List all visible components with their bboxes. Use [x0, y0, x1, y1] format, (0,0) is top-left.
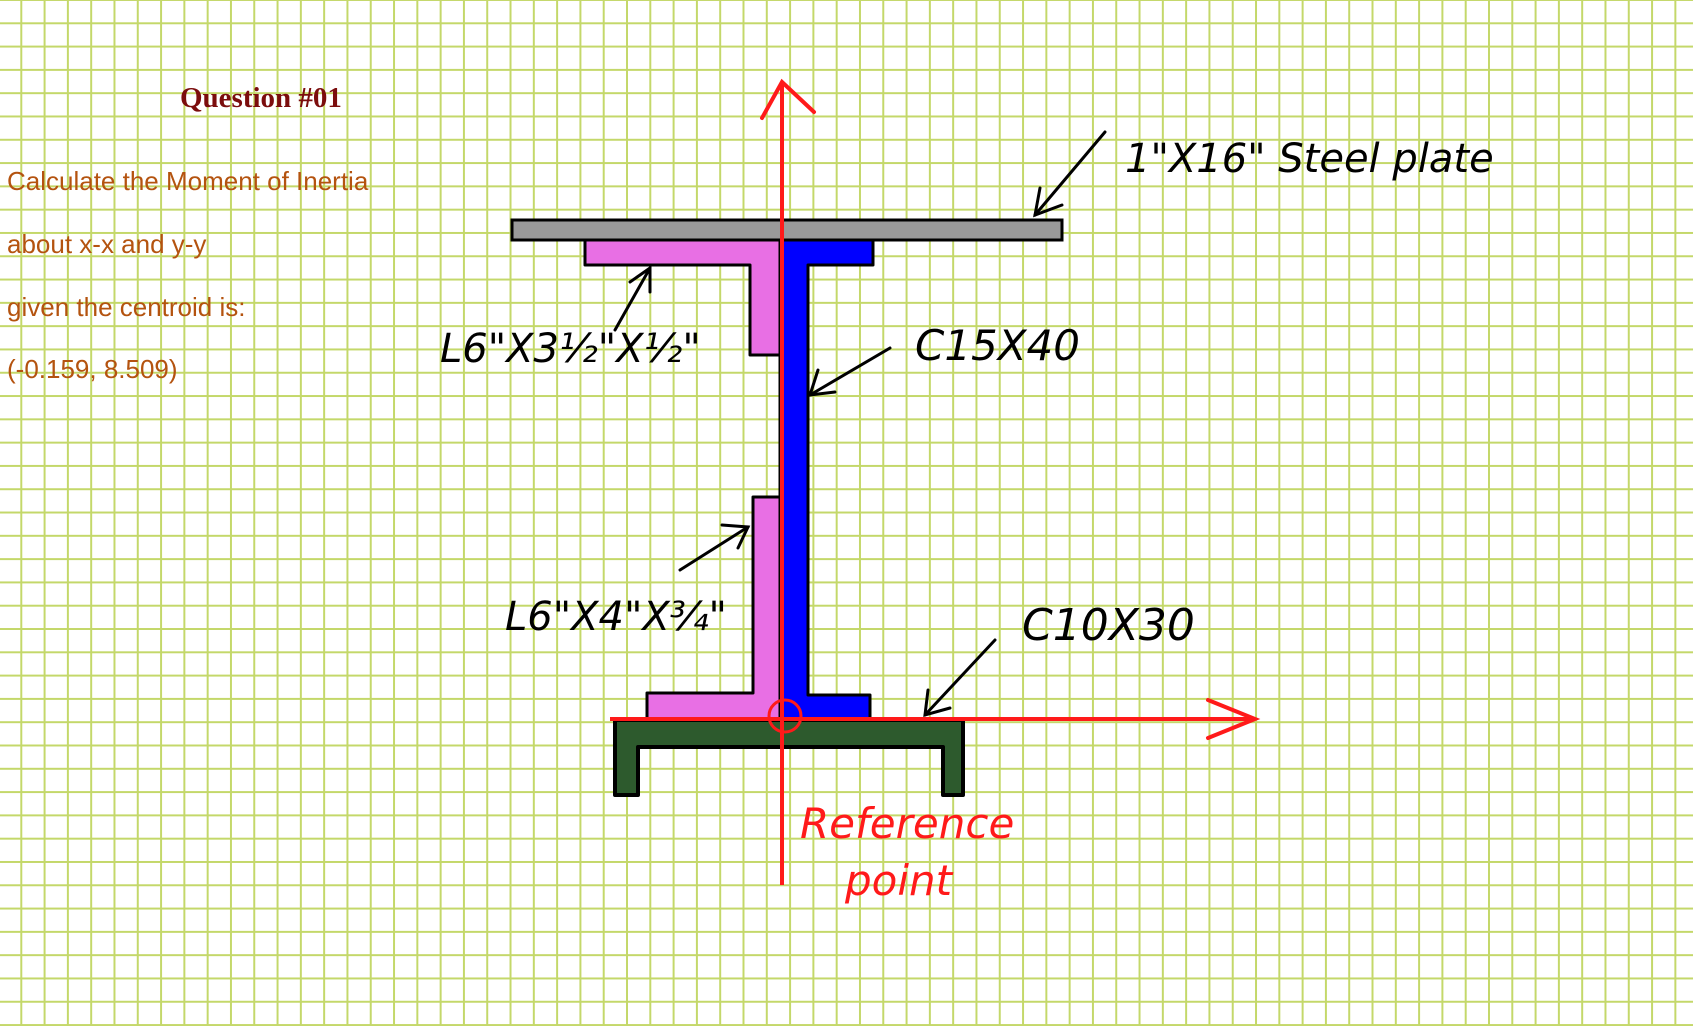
question-line-3: given the centroid is: [7, 292, 246, 322]
steel-plate-shape [510, 218, 1064, 242]
channel-c15-shape [778, 238, 875, 722]
channel-c15-label: C15X40 [915, 321, 1080, 370]
question-line-1: Calculate the Moment of Inertia [7, 166, 369, 196]
plate-label: 1"X16" Steel plate [1125, 136, 1494, 182]
reference-label-line2: point [844, 856, 954, 905]
plate-leader-arrow [1033, 130, 1107, 218]
reference-point-marker [767, 698, 803, 734]
channel-c10-shape [613, 718, 965, 797]
question-title: Question #01 [180, 82, 342, 114]
angle-top-leader-arrow [613, 265, 652, 332]
y-axis-arrowhead [760, 78, 816, 120]
question-line-4: (-0.159, 8.509) [7, 354, 178, 384]
x-axis-arrowhead [1206, 698, 1261, 740]
channel-c10-label: C10X30 [1022, 600, 1195, 651]
angle-top-label: L6"X3½"X½" [440, 326, 701, 372]
channel-c10-leader-arrow [923, 638, 997, 718]
channel-c15-leader-arrow [807, 346, 892, 397]
angle-bottom-label: L6"X4"X¾" [505, 594, 727, 640]
angle-bottom-leader-arrow [678, 523, 751, 572]
question-line-2: about x-x and y-y [7, 229, 207, 259]
reference-label-line1: Reference [800, 799, 1014, 848]
